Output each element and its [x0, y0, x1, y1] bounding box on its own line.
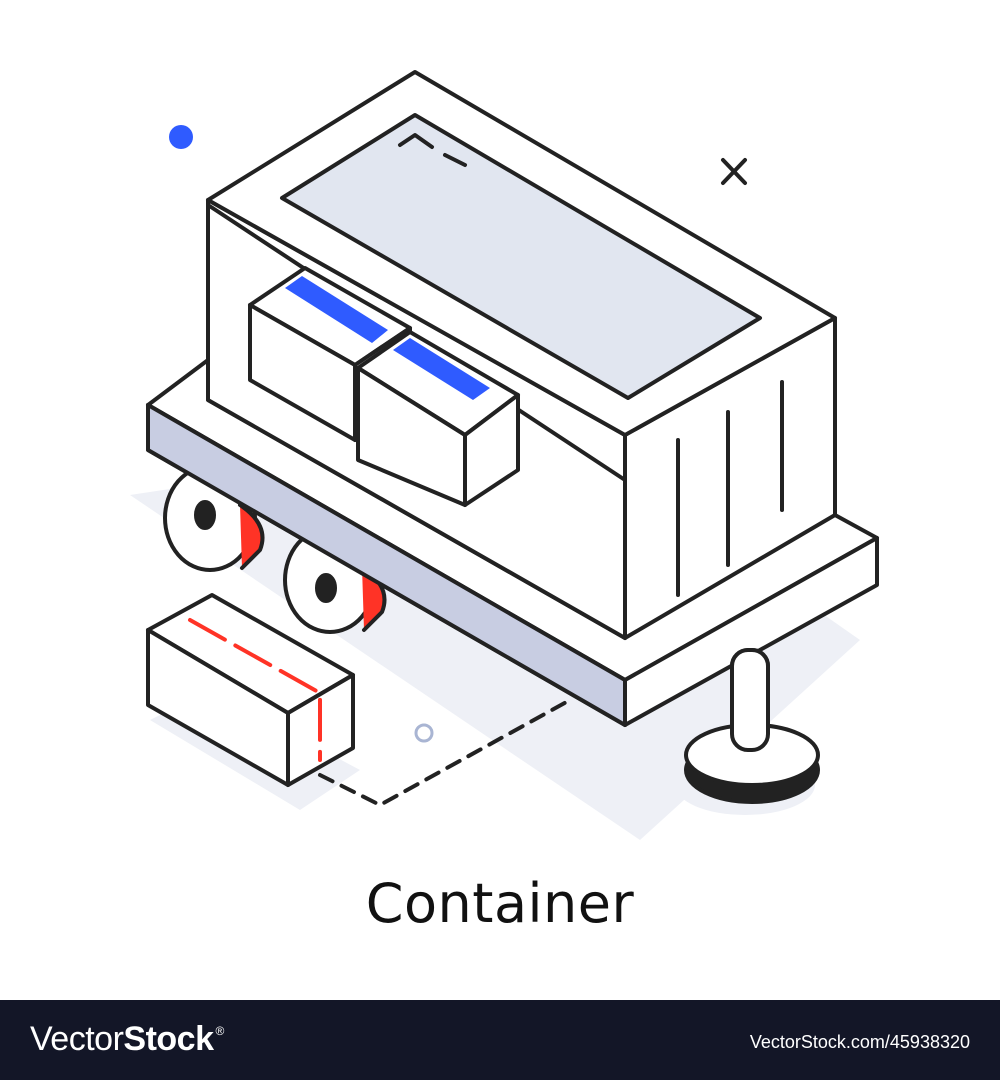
brand-light: Vector [30, 1020, 124, 1058]
close-x-icon [721, 158, 747, 185]
registered-mark: ® [215, 1024, 224, 1038]
canvas: Container [130, 70, 879, 935]
vectorstock-logo: VectorStock® [30, 1020, 224, 1059]
stock-id: VectorStock.com/45938320 [749, 1032, 970, 1052]
small-ring-icon [414, 723, 434, 743]
watermark-footer: VectorStock® VectorStock.com/45938320 [0, 1000, 1000, 1080]
blue-dot-icon [169, 125, 193, 149]
caption-title: Container [365, 872, 635, 935]
brand-bold: Stock [123, 1020, 214, 1058]
container-illustration [130, 70, 879, 840]
